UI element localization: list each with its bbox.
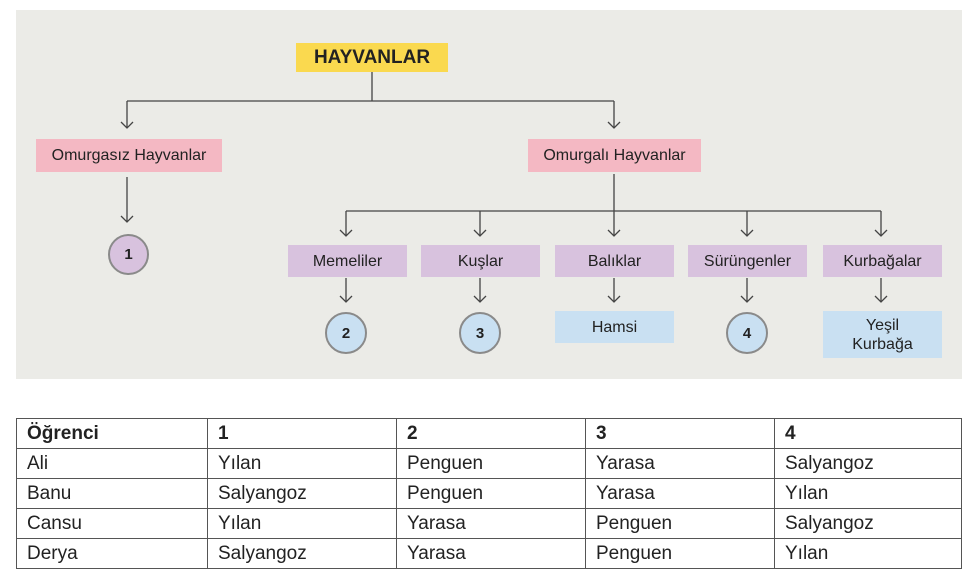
class-birds-node: Kuşlar — [421, 245, 540, 277]
student-name-cell: Ali — [16, 448, 208, 479]
root-node: HAYVANLAR — [296, 43, 448, 72]
table-row: Cansu Yılan Yarasa Penguen Salyangoz — [16, 508, 962, 539]
blank-1-circle: 1 — [108, 234, 149, 275]
table-cell: Penguen — [585, 508, 775, 539]
student-answers-table: Öğrenci 1 2 3 4 Ali Yılan Penguen Yarasa… — [16, 418, 962, 569]
table-cell: Yılan — [774, 478, 962, 509]
student-name-cell: Banu — [16, 478, 208, 509]
column-header: 3 — [585, 418, 775, 449]
table-cell: Yarasa — [396, 508, 586, 539]
table-header-row: Öğrenci 1 2 3 4 — [16, 418, 962, 449]
blank-3-circle: 3 — [459, 312, 501, 354]
table-row: Derya Salyangoz Yarasa Penguen Yılan — [16, 538, 962, 569]
table-cell: Penguen — [396, 448, 586, 479]
vertebrates-node: Omurgalı Hayvanlar — [528, 139, 701, 172]
table-cell: Penguen — [585, 538, 775, 569]
table-cell: Yılan — [207, 508, 397, 539]
table-cell: Yarasa — [585, 448, 775, 479]
table-cell: Penguen — [396, 478, 586, 509]
table-cell: Yılan — [774, 538, 962, 569]
class-reptiles-node: Sürüngenler — [688, 245, 807, 277]
table-cell: Yarasa — [585, 478, 775, 509]
table-cell: Salyangoz — [207, 478, 397, 509]
table-cell: Yarasa — [396, 538, 586, 569]
example-amphibians-node: Yeşil Kurbağa — [823, 311, 942, 358]
student-name-cell: Cansu — [16, 508, 208, 539]
invertebrates-node: Omurgasız Hayvanlar — [36, 139, 222, 172]
table-cell: Yılan — [207, 448, 397, 479]
table-cell: Salyangoz — [207, 538, 397, 569]
class-amphibians-node: Kurbağalar — [823, 245, 942, 277]
table-cell: Salyangoz — [774, 508, 962, 539]
table-row: Banu Salyangoz Penguen Yarasa Yılan — [16, 478, 962, 509]
blank-2-circle: 2 — [325, 312, 367, 354]
class-fish-node: Balıklar — [555, 245, 674, 277]
student-name-cell: Derya — [16, 538, 208, 569]
blank-4-circle: 4 — [726, 312, 768, 354]
column-header: 4 — [774, 418, 962, 449]
column-header: 2 — [396, 418, 586, 449]
class-mammals-node: Memeliler — [288, 245, 407, 277]
table-row: Ali Yılan Penguen Yarasa Salyangoz — [16, 448, 962, 479]
column-header: 1 — [207, 418, 397, 449]
table-cell: Salyangoz — [774, 448, 962, 479]
column-header: Öğrenci — [16, 418, 208, 449]
example-fish-node: Hamsi — [555, 311, 674, 343]
